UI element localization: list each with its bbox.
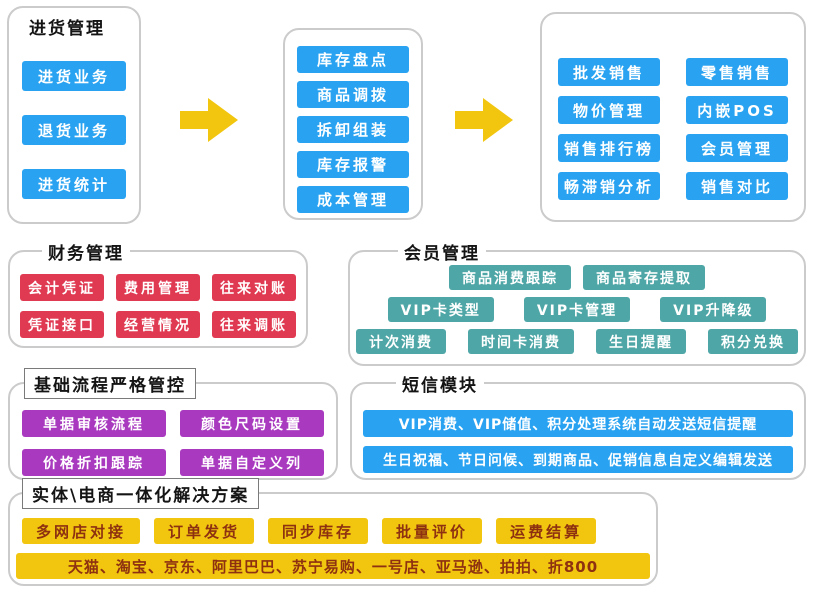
sms-panel: 短信模块 VIP消费、VIP储值、积分处理系统自动发送短信提醒 生日祝福、节日问…	[350, 371, 806, 480]
inventory-item-5: 成本管理	[297, 186, 409, 213]
purchase-item-1: 进货业务	[22, 61, 126, 91]
process-control-panel: 基础流程严格管控 单据审核流程 颜色尺码设置 价格折扣跟踪 单据自定义列	[8, 368, 338, 480]
ecommerce-item-row: 多网店对接 订单发货 同步库存 批量评价 运费结算	[10, 494, 656, 544]
flow-arrow-right-icon	[455, 98, 513, 142]
member-item-time-card: 时间卡消费	[468, 329, 574, 354]
member-item-birthday-remind: 生日提醒	[596, 329, 686, 354]
purchase-item-list: 进货业务 退货业务 进货统计	[9, 61, 139, 199]
member-item-consume-track: 商品消费跟踪	[449, 265, 571, 290]
member-item-deposit-pickup: 商品寄存提取	[583, 265, 705, 290]
inventory-panel: 库存盘点 商品调拨 拆卸组装 库存报警 成本管理	[283, 28, 423, 220]
ecommerce-item-2: 订单发货	[154, 518, 255, 544]
sms-line-list: VIP消费、VIP储值、积分处理系统自动发送短信提醒 生日祝福、节日问候、到期商…	[352, 384, 804, 473]
process-item-4: 单据自定义列	[180, 449, 324, 476]
finance-item-1: 会计凭证	[20, 274, 104, 301]
sales-item-6: 会员管理	[686, 134, 788, 162]
purchase-panel: 进货管理 进货业务 退货业务 进货统计	[7, 6, 141, 224]
sales-item-7: 畅滞销分析	[558, 172, 660, 200]
inventory-item-3: 拆卸组装	[297, 116, 409, 143]
sms-line-2: 生日祝福、节日问候、到期商品、促销信息自定义编辑发送	[363, 446, 793, 473]
sms-line-1: VIP消费、VIP储值、积分处理系统自动发送短信提醒	[363, 410, 793, 437]
finance-item-3: 往来对账	[212, 274, 296, 301]
finance-panel: 财务管理 会计凭证 费用管理 往来对账 凭证接口 经营情况 往来调账	[8, 239, 308, 348]
member-item-points-exchange: 积分兑换	[708, 329, 798, 354]
sales-item-5: 销售排行榜	[558, 134, 660, 162]
member-item-vip-card-type: VIP卡类型	[387, 297, 494, 322]
member-title: 会员管理	[398, 239, 486, 264]
finance-item-5: 经营情况	[116, 311, 200, 338]
sales-item-2: 零售销售	[686, 58, 788, 86]
sms-title: 短信模块	[396, 371, 484, 396]
member-panel: 会员管理 商品消费跟踪 商品寄存提取 VIP卡类型 VIP卡管理 VIP升降级 …	[348, 239, 806, 366]
member-row-2: VIP卡类型 VIP卡管理 VIP升降级	[350, 297, 804, 322]
sales-item-4: 内嵌POS	[686, 96, 788, 124]
inventory-item-1: 库存盘点	[297, 46, 409, 73]
ecommerce-item-4: 批量评价	[382, 518, 483, 544]
finance-item-6: 往来调账	[212, 311, 296, 338]
sales-item-1: 批发销售	[558, 58, 660, 86]
finance-item-2: 费用管理	[116, 274, 200, 301]
member-item-vip-card-manage: VIP卡管理	[523, 297, 631, 322]
process-item-3: 价格折扣跟踪	[22, 449, 166, 476]
process-item-1: 单据审核流程	[22, 410, 166, 437]
inventory-item-list: 库存盘点 商品调拨 拆卸组装 库存报警 成本管理	[285, 30, 421, 213]
member-item-rows: 商品消费跟踪 商品寄存提取 VIP卡类型 VIP卡管理 VIP升降级 计次消费 …	[350, 252, 804, 354]
purchase-item-3: 进货统计	[22, 169, 126, 199]
ecommerce-item-1: 多网店对接	[22, 518, 141, 544]
inventory-item-4: 库存报警	[297, 151, 409, 178]
member-item-vip-level: VIP升降级	[660, 297, 767, 322]
ecommerce-title: 实体\电商一体化解决方案	[22, 478, 260, 509]
process-item-grid: 单据审核流程 颜色尺码设置 价格折扣跟踪 单据自定义列	[10, 384, 336, 476]
flow-arrow-right-icon	[180, 98, 238, 142]
ecommerce-item-5: 运费结算	[496, 518, 597, 544]
finance-item-grid: 会计凭证 费用管理 往来对账 凭证接口 经营情况 往来调账	[10, 252, 306, 338]
purchase-title: 进货管理	[29, 19, 105, 39]
purchase-item-2: 退货业务	[22, 115, 126, 145]
ecommerce-panel: 实体\电商一体化解决方案 多网店对接 订单发货 同步库存 批量评价 运费结算 天…	[8, 478, 658, 586]
finance-item-4: 凭证接口	[20, 311, 104, 338]
ecommerce-item-3: 同步库存	[268, 518, 369, 544]
sales-item-3: 物价管理	[558, 96, 660, 124]
inventory-item-2: 商品调拨	[297, 81, 409, 108]
member-row-3: 计次消费 时间卡消费 生日提醒 积分兑换	[350, 329, 804, 354]
finance-title: 财务管理	[42, 239, 130, 264]
ecommerce-platform-list: 天猫、淘宝、京东、阿里巴巴、苏宁易购、一号店、亚马逊、拍拍、折800	[16, 553, 650, 579]
member-item-count-consume: 计次消费	[356, 329, 446, 354]
sales-item-8: 销售对比	[686, 172, 788, 200]
process-item-2: 颜色尺码设置	[180, 410, 324, 437]
process-control-title: 基础流程严格管控	[24, 368, 196, 399]
sales-item-grid: 批发销售 零售销售 物价管理 内嵌POS 销售排行榜 会员管理 畅滞销分析 销售…	[542, 14, 804, 200]
sales-panel: 批发销售 零售销售 物价管理 内嵌POS 销售排行榜 会员管理 畅滞销分析 销售…	[540, 12, 806, 222]
member-row-1: 商品消费跟踪 商品寄存提取	[350, 265, 804, 290]
